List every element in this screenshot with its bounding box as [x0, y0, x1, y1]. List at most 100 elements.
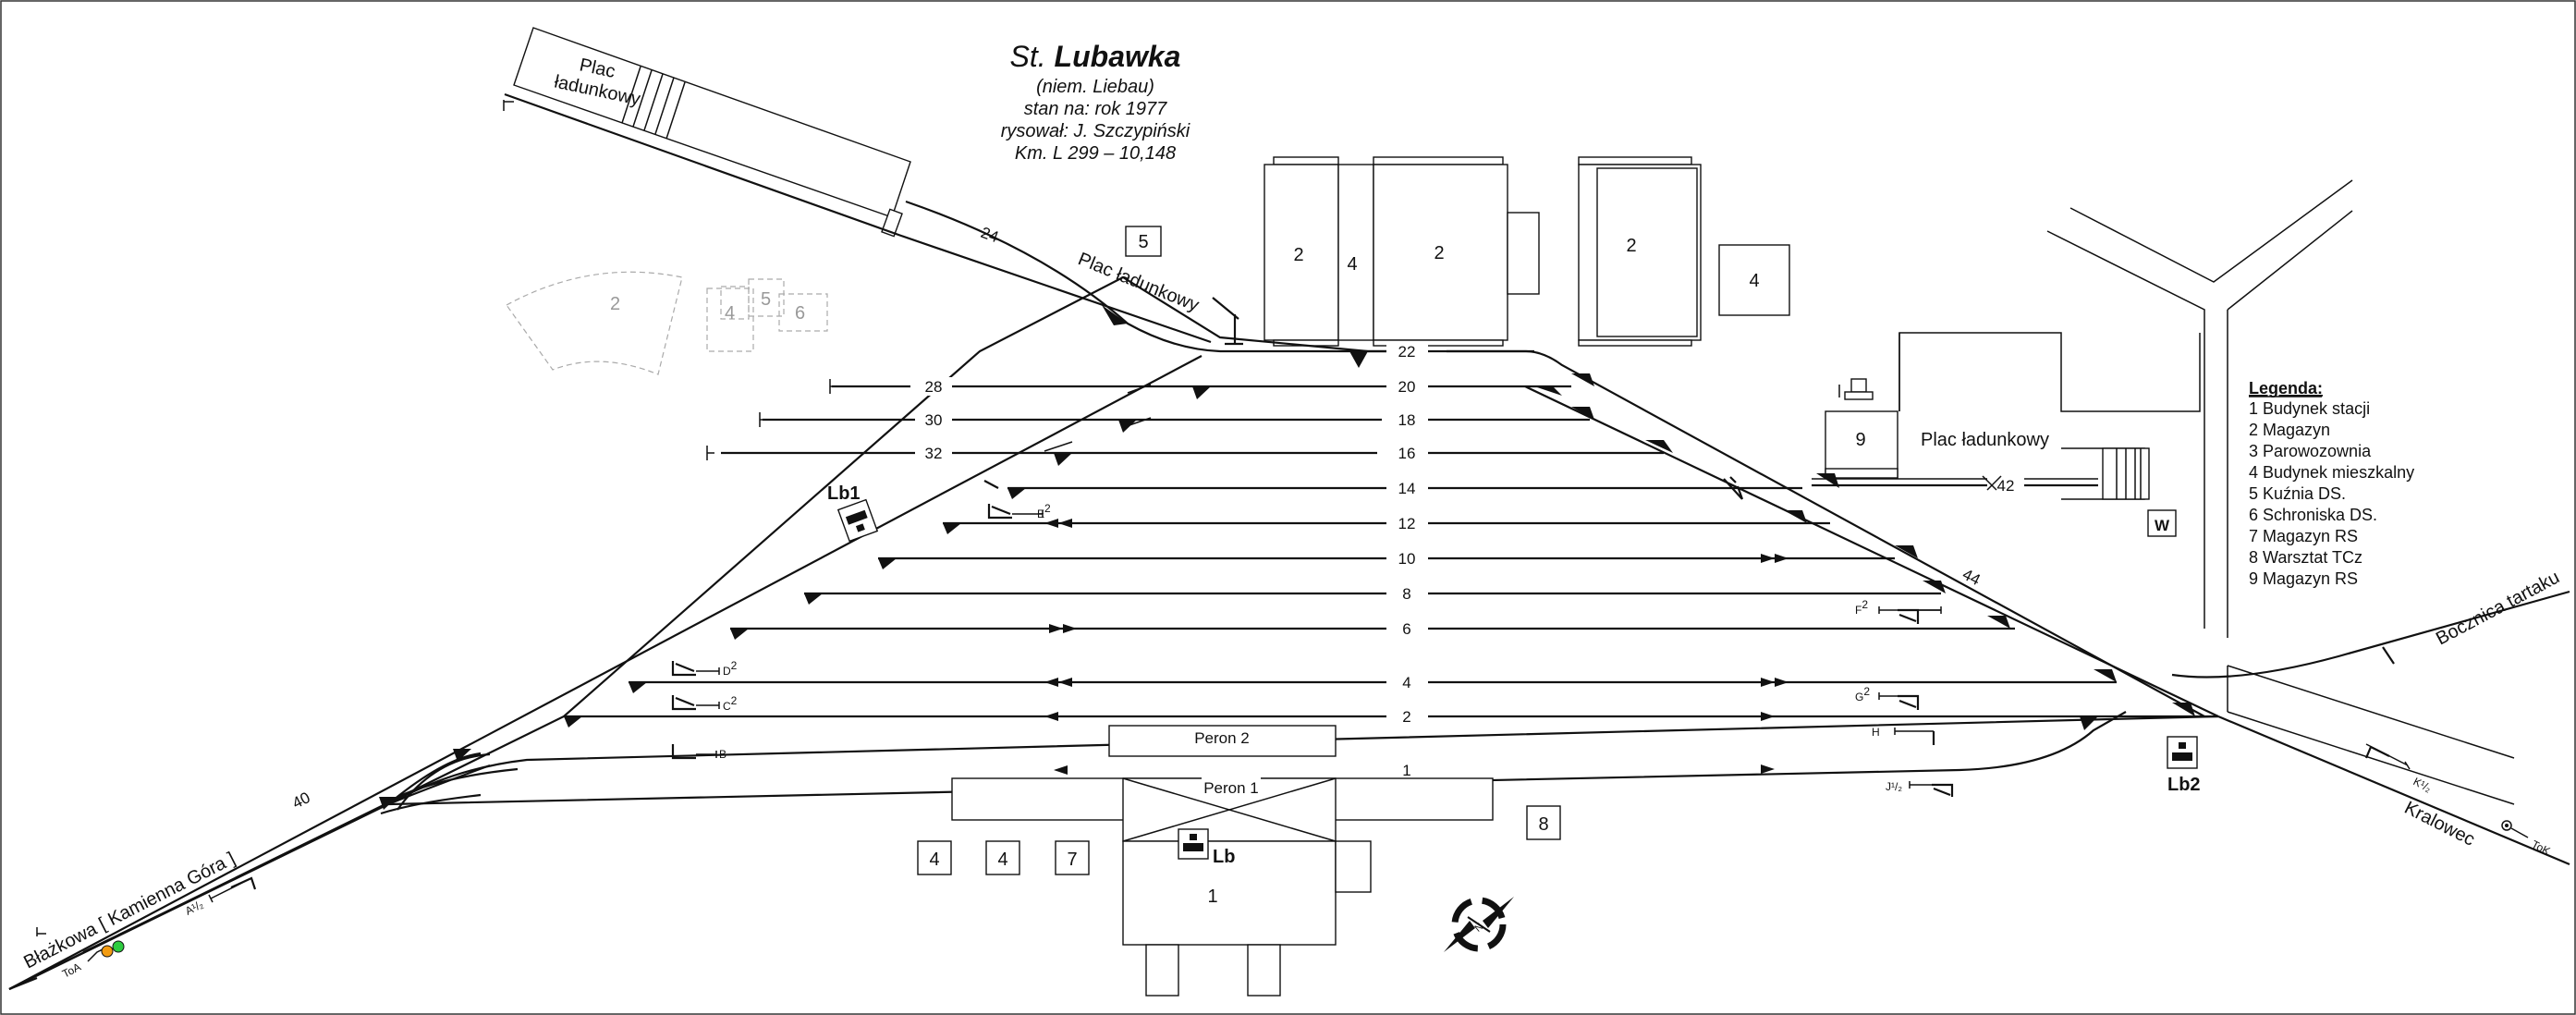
title-line: (niem. Liebau) — [1036, 77, 1154, 97]
platforms: Peron 2 Peron 1 1 — [951, 725, 1494, 997]
buildings-bottom: 4 4 7 8 — [917, 805, 1561, 875]
building-label: 5 — [1138, 232, 1148, 252]
signal-label: H — [1872, 726, 1880, 739]
building-label: 7 — [1067, 850, 1077, 870]
north-arrow: N — [1444, 897, 1514, 952]
track-label: 18 — [1398, 411, 1416, 429]
warehouses-top: 2 4 2 2 4 5 — [1125, 156, 1790, 347]
building-label: 1 — [1207, 887, 1217, 907]
signal-boxes: Lb Lb1 Lb2 — [827, 483, 2201, 867]
diagram-title: St. Lubawka (niem. Liebau) stan na: rok … — [1001, 40, 1190, 164]
ghost-building-4b — [720, 286, 750, 320]
legend-title: Legenda: — [2249, 379, 2323, 397]
ghost-building-label: 6 — [795, 303, 805, 324]
signal-label: B — [719, 748, 726, 761]
building-w — [2147, 509, 2177, 537]
building-label: 9 — [1855, 430, 1865, 450]
legend-item: 6 Schroniska DS. — [2249, 506, 2377, 524]
ghost-building-label: 2 — [610, 294, 620, 314]
legend-item: 8 Warsztat TCz — [2249, 548, 2362, 567]
track-label: 14 — [1398, 480, 1416, 497]
ghost-building-6 — [778, 293, 828, 332]
platform-label: Peron 2 — [1194, 729, 1250, 747]
platform-2 — [1108, 725, 1337, 757]
signal-box-label: Lb2 — [2167, 775, 2201, 795]
building-7-magazyn — [1055, 840, 1090, 875]
signal-label: C2 — [723, 694, 738, 713]
track-label: 10 — [1398, 550, 1416, 568]
switch-frogs — [379, 305, 2195, 810]
demolished-buildings: 2 4 5 6 — [506, 271, 828, 375]
title-line: stan na: rok 1977 — [1024, 99, 1167, 119]
building-label: 4 — [1749, 271, 1759, 291]
legend-item: 5 Kuźnia DS. — [2249, 484, 2346, 503]
legend-item: 9 Magazyn RS — [2249, 569, 2358, 588]
track-40 — [82, 794, 408, 953]
place-label: Plac ładunkowy — [1921, 430, 2049, 450]
loading-area-right: 9 Plac ładunkowy W — [1825, 332, 2201, 537]
track-label: 20 — [1398, 378, 1416, 396]
title-main: St. Lubawka — [1010, 40, 1181, 73]
title-line: Km. L 299 – 10,148 — [1015, 143, 1176, 164]
building-label: 4 — [1347, 254, 1357, 275]
ghost-building-label: 5 — [761, 289, 771, 310]
ghost-building-5 — [748, 278, 785, 317]
signal-box-label: Lb1 — [827, 483, 861, 504]
direction-arrows — [1044, 519, 1789, 775]
building-4-mieszkalny — [917, 840, 952, 875]
building-1-station — [1122, 840, 1337, 946]
building-4-mieszkalny — [985, 840, 1020, 875]
signal-label: G2 — [1855, 685, 1870, 703]
legend-item: 3 Parowozownia — [2249, 442, 2372, 460]
building-8-warsztat — [1526, 805, 1561, 840]
legend-item: 1 Budynek stacji — [2249, 399, 2370, 418]
track-label: 1 — [1402, 762, 1410, 779]
track-label: 30 — [925, 411, 943, 429]
building-label: 2 — [1293, 245, 1303, 265]
title-line: rysował: J. Szczypiński — [1001, 121, 1190, 141]
legend-item: 4 Budynek mieszkalny — [2249, 463, 2414, 482]
signal-label: E2 — [1037, 502, 1051, 520]
legend-item: 7 Magazyn RS — [2249, 527, 2358, 545]
building-4-mieszkalny — [1337, 164, 1374, 341]
building-label: 8 — [1538, 814, 1548, 835]
building-label: 2 — [1434, 243, 1444, 263]
ghost-building-4 — [706, 287, 754, 352]
ghost-building-label: 4 — [725, 303, 735, 324]
building-label: 2 — [1626, 236, 1636, 256]
legend: Legenda: 1 Budynek stacji 2 Magazyn 3 Pa… — [2249, 379, 2414, 588]
track-label: 6 — [1402, 620, 1410, 638]
track-label: 4 — [1402, 674, 1410, 691]
building-label: W — [2155, 517, 2170, 534]
building-5-kuznia — [1125, 226, 1162, 257]
track-label: 12 — [1398, 515, 1416, 532]
signal-label: F2 — [1855, 598, 1868, 617]
building-label: 4 — [997, 850, 1007, 870]
building-label: 4 — [929, 850, 939, 870]
roads — [2046, 179, 2515, 805]
track-labels: 22 20 18 16 14 12 10 8 6 4 2 1 28 30 32 … — [289, 224, 2024, 813]
legend-item: 2 Magazyn — [2249, 421, 2330, 439]
track-label: 28 — [925, 378, 943, 396]
track-label: 32 — [925, 445, 943, 462]
building-4-mieszkalny — [1718, 244, 1790, 316]
signal-label: J¹/₂ — [1886, 780, 1902, 793]
track-label: 8 — [1402, 585, 1410, 603]
track-label: 2 — [1402, 708, 1410, 726]
signal-lamp-orange — [101, 945, 114, 958]
signal-box-label: Lb — [1213, 847, 1235, 867]
tracks — [8, 92, 2570, 991]
signals: E2 D2 C2 B F2 G2 H J¹/₂ A¹/₂ — [60, 384, 2552, 981]
track-44-siding — [2171, 590, 2570, 679]
building-2-magazyn — [1373, 164, 1508, 341]
track-kralowec — [2217, 715, 2570, 866]
track-label: 22 — [1398, 343, 1416, 361]
track-label: 16 — [1398, 445, 1416, 462]
track-label: 42 — [1997, 477, 2015, 495]
platform-label: Peron 1 — [1203, 779, 1259, 797]
signal-label: D2 — [723, 659, 738, 678]
signal-lamp-green — [112, 940, 125, 953]
loading-area-top: Plac ładunkowy — [513, 27, 911, 238]
building-9-magazyn — [1825, 410, 1898, 479]
